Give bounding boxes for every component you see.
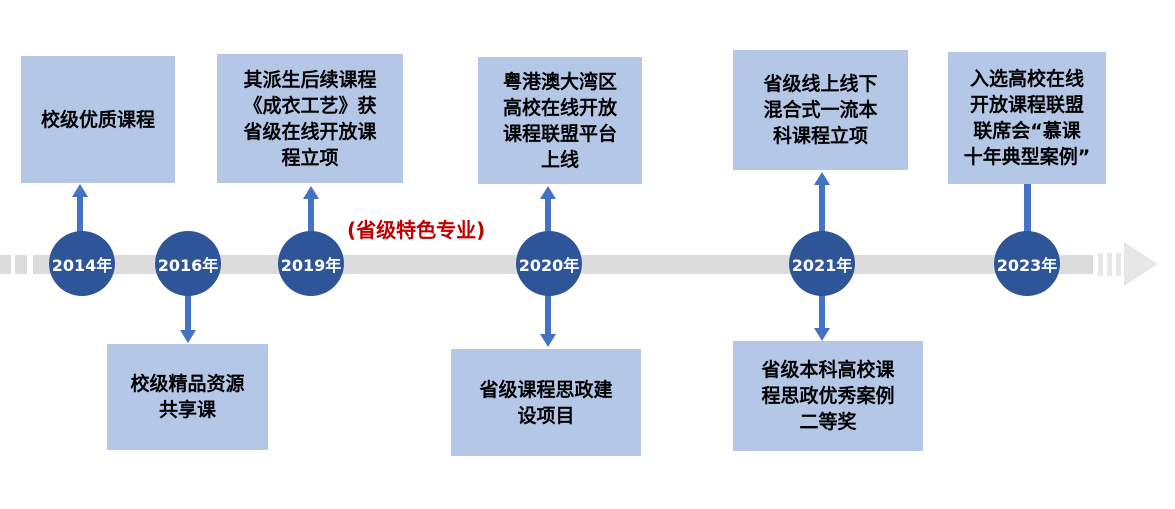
connector-line-2023	[1024, 184, 1031, 236]
year-marker-2021: 2021年	[789, 231, 855, 296]
arrow-down-2020-shaft	[545, 294, 551, 334]
arrow-up-2014-icon	[72, 184, 88, 197]
arrow-up-2014-shaft	[77, 196, 83, 236]
timeline-right-dash	[1116, 253, 1121, 276]
timeline-arrowhead-icon	[1124, 242, 1158, 286]
year-marker-2014: 2014年	[49, 231, 115, 296]
timeline-right-dash	[1098, 253, 1103, 276]
arrow-down-2021-shaft	[819, 292, 825, 328]
arrow-down-2016-shaft	[185, 294, 191, 330]
arrow-up-2019-shaft	[308, 198, 314, 236]
annotation-label: (省级特色专业)	[347, 218, 486, 242]
event-box-2016-bottom: 校级精品资源 共享课	[107, 344, 268, 450]
timeline-left-dash	[15, 255, 27, 274]
year-marker-2019: 2019年	[278, 231, 344, 296]
arrow-down-2020-icon	[540, 334, 556, 347]
event-box-2019-top: 其派生后续课程 《成衣工艺》获 省级在线开放课 程立项	[217, 54, 403, 183]
arrow-up-2020-shaft	[545, 198, 551, 236]
arrow-up-2021-shaft	[819, 184, 825, 240]
year-marker-2016: 2016年	[155, 231, 221, 296]
event-box-2021-top: 省级线上线下 混合式一流本 科课程立项	[733, 50, 908, 170]
arrow-up-2019-icon	[303, 186, 319, 199]
event-box-2014-top: 校级优质课程	[21, 56, 175, 183]
year-marker-2023: 2023年	[994, 231, 1060, 296]
year-marker-2020: 2020年	[516, 231, 582, 296]
arrow-down-2016-icon	[180, 330, 196, 343]
event-box-2020-bottom: 省级课程思政建 设项目	[451, 349, 641, 456]
arrow-up-2021-icon	[814, 172, 830, 185]
timeline-left-dash	[0, 255, 11, 274]
event-box-2023-top: 入选高校在线 开放课程联盟 联席会“慕课 十年典型案例”	[948, 52, 1106, 184]
arrow-up-2020-icon	[540, 186, 556, 199]
arrow-down-2021-icon	[814, 328, 830, 341]
event-box-2021-bottom: 省级本科高校课 程思政优秀案例 二等奖	[733, 341, 923, 451]
event-box-2020-top: 粤港澳大湾区 高校在线开放 课程联盟平台 上线	[478, 57, 642, 184]
timeline-right-dash	[1107, 253, 1112, 276]
